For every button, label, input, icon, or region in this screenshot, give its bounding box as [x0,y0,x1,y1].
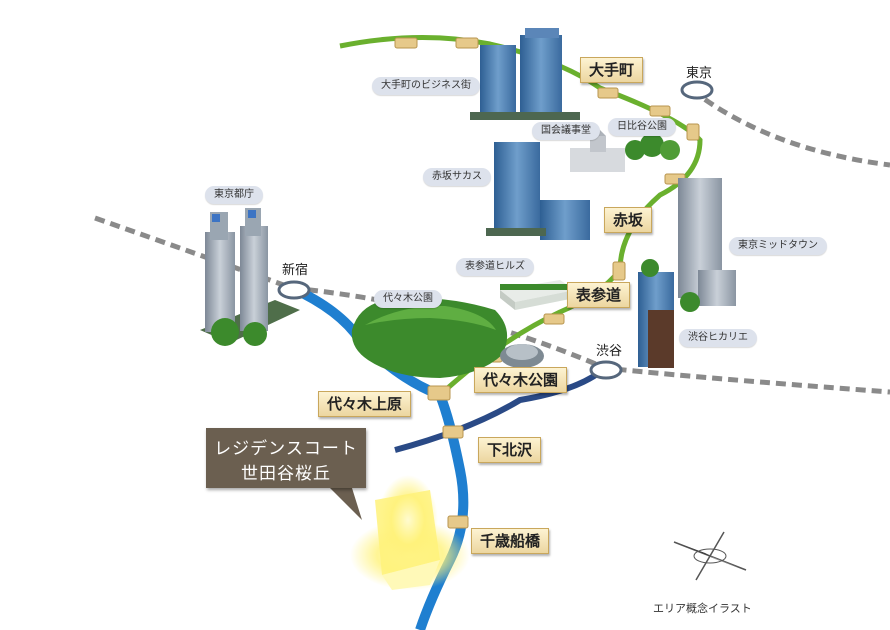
compass-rose-icon [673,531,747,581]
landmark-hibiya-park: 日比谷公園 [608,118,676,136]
hub-shibuya: 渋谷 [596,344,623,359]
landmark-omotesando-hills: 表参道ヒルズ [456,258,534,276]
property-callout: レジデンスコート 世田谷桜丘 [206,428,366,488]
landmark-yoyogi-park: 代々木公園 [374,290,442,308]
station-omotesando: 表参道 [567,282,631,308]
glow-marker-icon [350,475,470,590]
hub-shinjuku: 新宿 [282,263,309,278]
callout-pointer [330,488,362,520]
station-otemachi: 大手町 [580,57,644,83]
landmark-tokyo-midtown: 東京ミッドタウン [729,237,827,255]
property-name-line1: レジデンスコート [214,439,358,459]
inokashira-line [394,365,607,453]
station-chitosefunabashi: 千歳船橋 [471,528,550,554]
chiyoda-line [339,34,703,397]
landmark-otemachi-business: 大手町のビジネス街 [372,77,480,95]
tokyo-midtown-icon [678,178,736,312]
landmark-tocho: 東京都庁 [205,186,263,204]
tocho-building-icon [200,208,300,346]
omotesando-hills-icon [500,280,575,310]
hub-rings [277,80,714,380]
station-shimokitazawa: 下北沢 [478,437,542,463]
property-name-line2: 世田谷桜丘 [241,464,331,484]
shibuya-hikarie-icon [638,259,674,368]
map-caption: エリア概念イラスト [653,602,752,615]
landmark-diet: 国会議事堂 [532,122,600,140]
landmark-akasaka-sacas: 赤坂サカス [423,168,491,186]
landmark-shibuya-hikarie: 渋谷ヒカリエ [679,329,757,347]
station-yoyogikoen: 代々木公園 [474,367,568,393]
yoyogi-park-forest [351,297,544,378]
diet-building-icon [570,128,680,172]
station-yoyogiuehara: 代々木上原 [318,391,412,417]
akasaka-sacas-icon [486,142,590,240]
otemachi-towers-icon [470,28,580,120]
station-akasaka: 赤坂 [604,207,653,233]
hub-tokyo: 東京 [686,66,713,81]
